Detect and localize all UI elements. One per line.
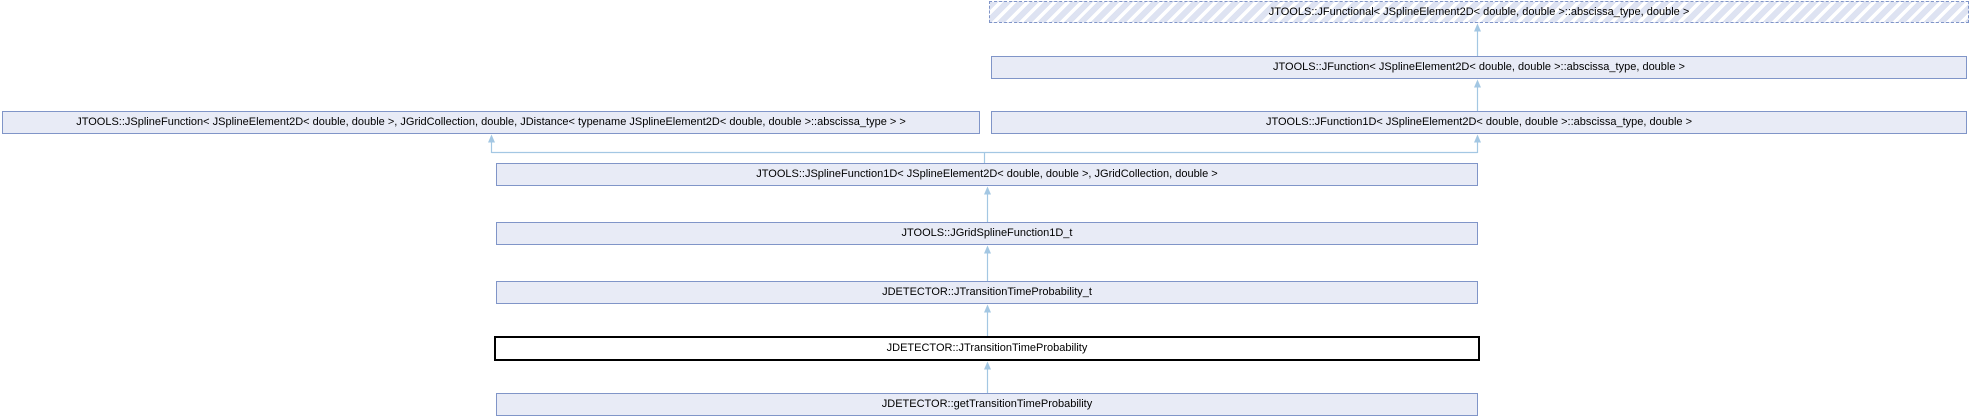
node-gettransitiontimeprobability[interactable]: JDETECTOR::getTransitionTimeProbability [496, 393, 1478, 416]
edge-arrowhead [488, 134, 495, 143]
edge-arrowhead [984, 245, 991, 254]
node-jfunctional[interactable]: JTOOLS::JFunctional< JSplineElement2D< d… [989, 1, 1969, 23]
edge-arrowhead [1474, 134, 1481, 143]
edge-jgridsplinefunction1dt-to-jsplinefunction1d [984, 186, 991, 222]
edge-jsplinefunction1d-to-parents [488, 134, 1481, 163]
node-jsplinefunction-label: JTOOLS::JSplineFunction< JSplineElement2… [76, 116, 906, 128]
node-jgridsplinefunction1d-t[interactable]: JTOOLS::JGridSplineFunction1D_t [496, 222, 1478, 245]
edge-arrowhead [984, 361, 991, 370]
node-jfunctional-label: JTOOLS::JFunctional< JSplineElement2D< d… [1268, 5, 1690, 18]
edge-gettransitiontimeprobability-to-jtransitiontimeprobability [984, 361, 991, 393]
node-jfunction1d[interactable]: JTOOLS::JFunction1D< JSplineElement2D< d… [991, 111, 1967, 134]
edge-jfunction1d-to-jfunction [1474, 79, 1481, 111]
node-jtransitiontimeprobability: JDETECTOR::JTransitionTimeProbability [494, 336, 1480, 361]
edge-arrowhead [1474, 23, 1481, 32]
node-gettransitiontimeprobability-label: JDETECTOR::getTransitionTimeProbability [881, 398, 1093, 410]
node-jsplinefunction1d[interactable]: JTOOLS::JSplineFunction1D< JSplineElemen… [496, 163, 1478, 186]
node-jsplinefunction[interactable]: JTOOLS::JSplineFunction< JSplineElement2… [2, 111, 980, 134]
edge-arrowhead [1474, 79, 1481, 88]
node-jfunction1d-label: JTOOLS::JFunction1D< JSplineElement2D< d… [1265, 116, 1692, 128]
edge-jfunction-to-jfunctional [1474, 23, 1481, 56]
edge-arrowhead [984, 304, 991, 313]
node-jtransitiontimeprobability-t-label: JDETECTOR::JTransitionTimeProbability_t [882, 286, 1092, 298]
node-jsplinefunction1d-label: JTOOLS::JSplineFunction1D< JSplineElemen… [756, 168, 1218, 180]
node-jfunction[interactable]: JTOOLS::JFunction< JSplineElement2D< dou… [991, 56, 1967, 79]
node-jtransitiontimeprobability-t[interactable]: JDETECTOR::JTransitionTimeProbability_t [496, 281, 1478, 304]
edge-arrowhead [984, 186, 991, 195]
node-jtransitiontimeprobability-label: JDETECTOR::JTransitionTimeProbability [886, 342, 1088, 354]
edge-jtransitiontimeprobabilityt-to-jgridsplinefunction1dt [984, 245, 991, 281]
edge-jtransitiontimeprobability-to-jtransitiontimeprobabilityt [984, 304, 991, 336]
node-jgridsplinefunction1d-t-label: JTOOLS::JGridSplineFunction1D_t [901, 227, 1073, 239]
node-jfunction-label: JTOOLS::JFunction< JSplineElement2D< dou… [1273, 61, 1685, 73]
